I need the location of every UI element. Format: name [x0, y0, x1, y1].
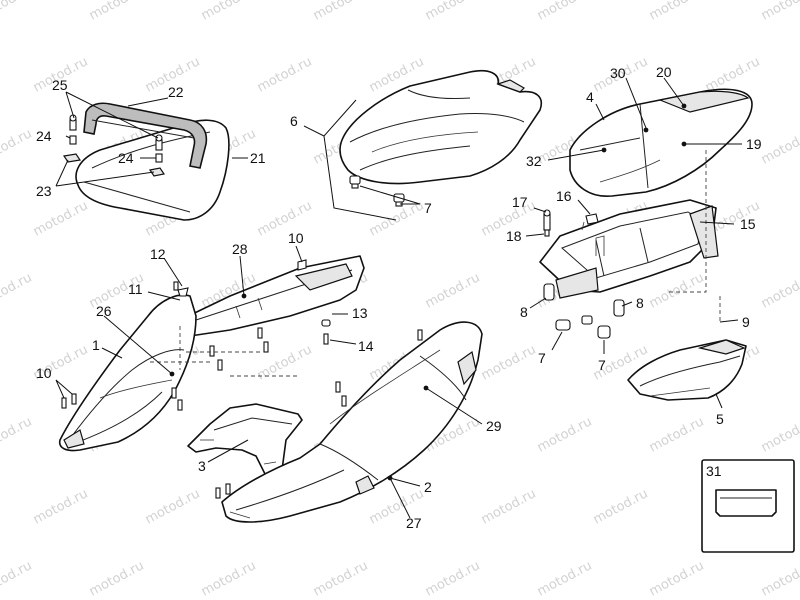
watermark-text: motod.ru	[759, 126, 800, 167]
callout-8-right: 8	[636, 295, 644, 311]
watermark-text: motod.ru	[31, 486, 91, 527]
bracket-part-3	[187, 403, 303, 477]
watermark-text: motod.ru	[143, 486, 203, 527]
watermark-text: motod.ru	[535, 414, 595, 455]
callout-25: 25	[52, 77, 68, 93]
callout-22: 22	[168, 84, 184, 100]
fasteners-part-16-17-18	[543, 209, 599, 237]
callout-4: 4	[586, 89, 594, 105]
callout-13: 13	[352, 305, 368, 321]
watermark-text: motod.ru	[31, 198, 91, 239]
leader-dots	[169, 103, 687, 481]
callout-7-top: 7	[424, 200, 432, 216]
watermark-text: motod.ru	[199, 0, 259, 24]
callout-16: 16	[556, 188, 572, 204]
watermark-text: motod.ru	[759, 270, 800, 311]
callout-10-top: 10	[288, 230, 304, 246]
watermark-text: motod.ru	[87, 558, 147, 599]
watermark-text: motod.ru	[535, 558, 595, 599]
callout-18: 18	[506, 228, 522, 244]
callout-31: 31	[706, 463, 722, 479]
side-panel-part-29	[221, 321, 483, 523]
callout-32: 32	[526, 153, 542, 169]
watermark-text: motod.ru	[0, 270, 35, 311]
feet-part-7-8	[543, 283, 625, 339]
callout-20: 20	[656, 64, 672, 80]
seat-base-part-15	[539, 199, 719, 299]
watermark-text: motod.ru	[423, 558, 483, 599]
watermark-text: motod.ru	[423, 0, 483, 24]
callout-1: 1	[92, 337, 100, 353]
callout-24-left: 24	[36, 128, 52, 144]
watermark-text: motod.ru	[87, 0, 147, 24]
watermark-text: motod.ru	[647, 558, 707, 599]
watermark-text: motod.ru	[311, 558, 371, 599]
watermark-text: motod.ru	[199, 558, 259, 599]
callout-11: 11	[128, 281, 143, 297]
callout-7-left: 7	[538, 350, 546, 366]
side-panel-part-1	[58, 294, 197, 452]
callout-5: 5	[716, 411, 724, 427]
callout-19: 19	[746, 136, 762, 152]
callout-23: 23	[36, 183, 52, 199]
watermark-text: motod.ru	[311, 0, 371, 24]
callout-8-left: 8	[520, 304, 528, 320]
watermark-text: motod.ru	[0, 126, 35, 167]
inset-part-31	[701, 459, 795, 553]
callout-10-left: 10	[36, 365, 52, 381]
watermark-text: motod.ru	[759, 0, 800, 24]
small-fasteners	[61, 259, 423, 499]
callout-6: 6	[290, 113, 298, 129]
leader-lines	[55, 77, 742, 519]
callout-29: 29	[486, 418, 502, 434]
guide-lines-right	[668, 150, 721, 322]
watermark-text: motod.ru	[0, 0, 35, 24]
watermark-text: motod.ru	[255, 54, 315, 95]
watermark-text: motod.ru	[423, 270, 483, 311]
watermark-text: motod.ru	[0, 414, 35, 455]
watermark-text: motod.ru	[759, 414, 800, 455]
callout-30: 30	[610, 65, 626, 81]
watermark-text: motod.ru	[647, 270, 707, 311]
callout-21: 21	[250, 150, 266, 166]
callout-28: 28	[232, 241, 248, 257]
callout-27: 27	[406, 515, 422, 531]
guide-lines-left	[150, 326, 300, 377]
callout-24-right: 24	[118, 150, 134, 166]
undertray-part-5	[627, 339, 747, 401]
callout-7-right: 7	[598, 357, 606, 373]
callout-17: 17	[512, 194, 528, 210]
callout-labels: 22 25 24 24 21 23 6 7 30 20 4 19 32 17 1…	[36, 64, 762, 531]
callout-2: 2	[424, 479, 432, 495]
watermark-text: motod.ru	[535, 0, 595, 24]
callout-26: 26	[96, 303, 112, 319]
callout-12: 12	[150, 246, 166, 262]
watermark-text: motod.ru	[255, 198, 315, 239]
callout-3: 3	[198, 458, 206, 474]
seat-cowl-part-19	[569, 88, 753, 197]
watermark-text: motod.ru	[759, 558, 800, 599]
watermark-text: motod.ru	[647, 414, 707, 455]
callout-9: 9	[742, 314, 750, 330]
watermark-text: motod.ru	[647, 0, 707, 24]
callout-15: 15	[740, 216, 756, 232]
tail-cover-part-28	[179, 255, 365, 337]
watermark-text: motod.ru	[479, 342, 539, 383]
rider-seat-part-6	[339, 69, 542, 185]
watermark-text: motod.ru	[479, 486, 539, 527]
watermark-text: motod.ru	[591, 486, 651, 527]
watermark-text: motod.ru	[0, 558, 35, 599]
grab-handle-part-22	[83, 102, 208, 169]
callout-14: 14	[358, 338, 374, 354]
